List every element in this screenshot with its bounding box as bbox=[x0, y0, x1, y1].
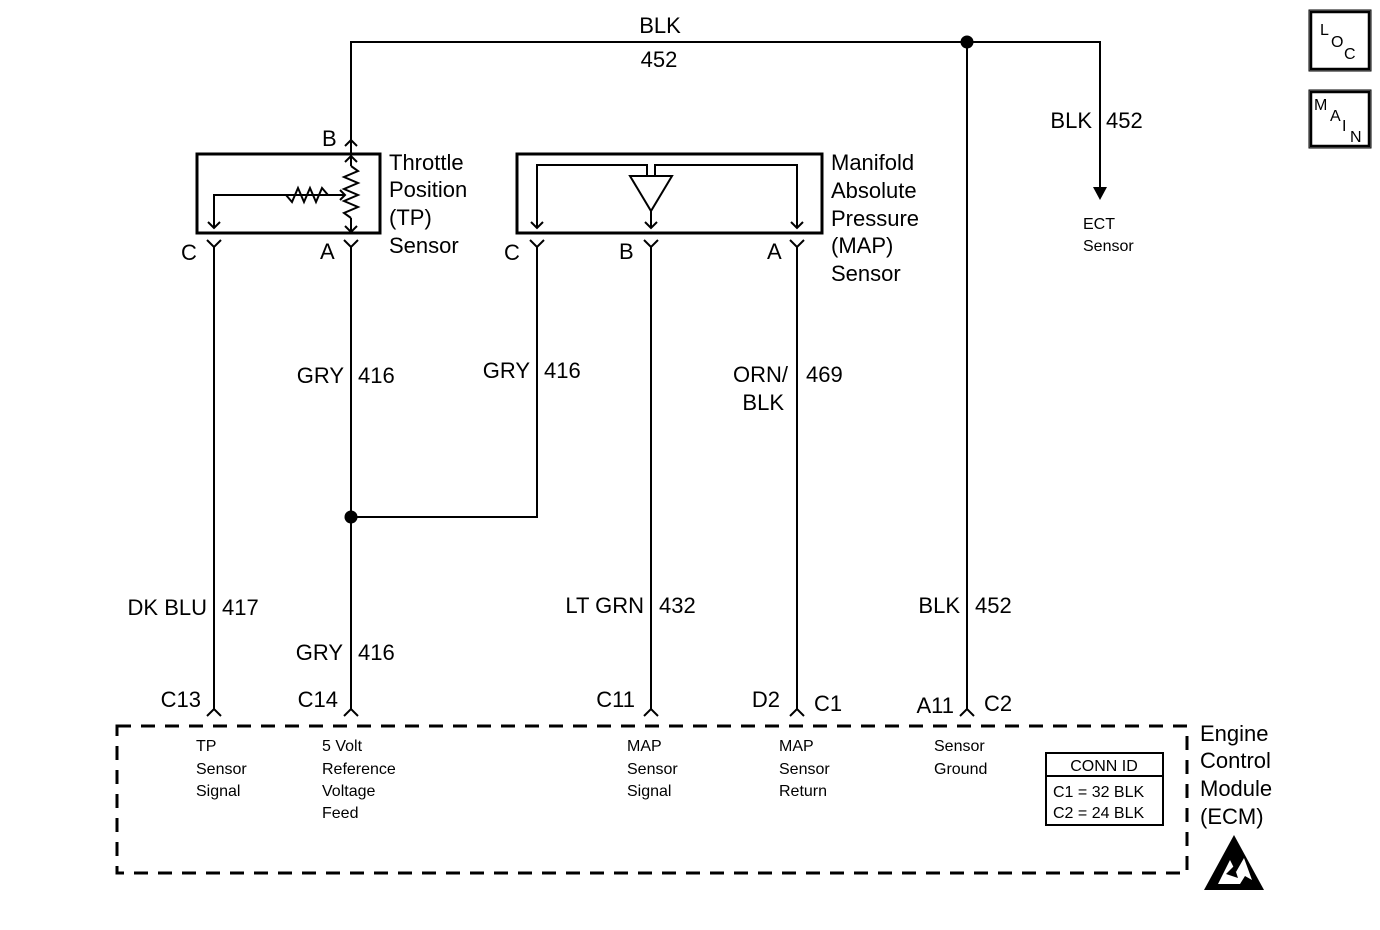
conn-id-c1: C1 = 32 BLK bbox=[1053, 784, 1145, 801]
conn-id-header: CONN ID bbox=[1070, 758, 1138, 775]
map-a-wire-color-1: ORN/ bbox=[733, 362, 789, 387]
ecm-title-3: Module bbox=[1200, 776, 1272, 801]
main-letter-a: A bbox=[1330, 108, 1341, 125]
map-a-wire-circuit: 469 bbox=[806, 362, 843, 387]
ecm-box bbox=[115, 724, 1189, 875]
map-pin-c-terminal bbox=[529, 239, 545, 249]
ecm-pin-c14: C14 bbox=[298, 687, 338, 712]
ect-label-line2: Sensor bbox=[1083, 238, 1134, 255]
map-pin-c-label: C bbox=[504, 240, 520, 265]
ref-wire-color: GRY bbox=[296, 640, 344, 665]
main-letter-m: M bbox=[1314, 97, 1327, 114]
ref-feed-2: Reference bbox=[322, 761, 396, 778]
map-a-wire-color-2: BLK bbox=[742, 390, 784, 415]
ecm-pin-c13: C13 bbox=[161, 687, 201, 712]
ecm-pin-a11: A11 bbox=[916, 693, 954, 718]
tp-signal-1: TP bbox=[196, 738, 216, 755]
map-c-wire-color: GRY bbox=[483, 358, 531, 383]
ref-wire-circuit: 416 bbox=[358, 640, 395, 665]
gnd-wire-circuit: 452 bbox=[975, 593, 1012, 618]
map-return-3: Return bbox=[779, 783, 827, 800]
ecm-pin-c11: C11 bbox=[596, 687, 635, 712]
map-signal-3: Signal bbox=[627, 783, 671, 800]
ecm-pin-d2: D2 bbox=[752, 687, 780, 712]
ecm-title-1: Engine bbox=[1200, 721, 1269, 746]
tp-sensor-box bbox=[195, 152, 382, 235]
ecm-terminals bbox=[206, 707, 975, 717]
loc-button[interactable]: L O C bbox=[1308, 9, 1372, 72]
loc-letter-o: O bbox=[1331, 34, 1343, 51]
map-signal-1: MAP bbox=[627, 738, 662, 755]
map-c-wire-circuit: 416 bbox=[544, 358, 581, 383]
tp-a-wire-circuit: 416 bbox=[358, 363, 395, 388]
conn-id-c2: C2 = 24 BLK bbox=[1053, 805, 1145, 822]
tp-signal-3: Signal bbox=[196, 783, 240, 800]
ecm-pin-c2: C2 bbox=[984, 691, 1012, 716]
splice-dot-416 bbox=[344, 510, 358, 524]
map-return-1: MAP bbox=[779, 738, 814, 755]
map-sensor-box bbox=[515, 152, 824, 235]
map-b-wire-color: LT GRN bbox=[565, 593, 644, 618]
tp-title-3: (TP) bbox=[389, 205, 432, 230]
map-sensor bbox=[515, 152, 824, 249]
tp-title-2: Position bbox=[389, 177, 467, 202]
map-title-2: Absolute bbox=[831, 178, 917, 203]
main-button[interactable]: M A I N bbox=[1308, 89, 1372, 149]
map-pin-b-label: B bbox=[619, 239, 634, 264]
map-pin-a-terminal bbox=[789, 239, 805, 249]
ecm-title-2: Control bbox=[1200, 748, 1271, 773]
tp-title-4: Sensor bbox=[389, 233, 459, 258]
tp-pin-b-label: B bbox=[322, 126, 337, 151]
top-wire-circuit: 452 bbox=[641, 47, 678, 72]
loc-letter-c: C bbox=[1344, 46, 1356, 63]
ref-feed-3: Voltage bbox=[322, 783, 375, 800]
top-ground-wire bbox=[350, 35, 1107, 710]
tp-pin-a-label: A bbox=[320, 239, 335, 264]
main-letter-n: N bbox=[1350, 129, 1362, 146]
map-title-1: Manifold bbox=[831, 150, 914, 175]
sensor-ground-1: Sensor bbox=[934, 738, 985, 755]
wire-gry-416-map bbox=[351, 247, 538, 518]
tp-c-wire-color: DK BLU bbox=[128, 595, 207, 620]
ref-feed-1: 5 Volt bbox=[322, 738, 363, 755]
ref-feed-4: Feed bbox=[322, 805, 358, 822]
map-sensor-triangle-icon bbox=[628, 175, 674, 213]
potentiometer-icon bbox=[207, 154, 361, 234]
loc-letter-l: L bbox=[1320, 22, 1329, 39]
ecm-title-4: (ECM) bbox=[1200, 804, 1264, 829]
tp-pin-a-terminal bbox=[343, 239, 359, 249]
ect-wire-circuit: 452 bbox=[1106, 108, 1143, 133]
map-pin-a-label: A bbox=[767, 239, 782, 264]
map-title-3: Pressure bbox=[831, 206, 919, 231]
ecm-pin-c1: C1 bbox=[814, 691, 842, 716]
map-b-wire-circuit: 432 bbox=[659, 593, 696, 618]
tp-title-1: Throttle bbox=[389, 150, 464, 175]
map-title-5: Sensor bbox=[831, 261, 901, 286]
ect-label-line1: ECT bbox=[1083, 216, 1115, 233]
tp-sensor bbox=[195, 138, 382, 249]
sensor-ground-2: Ground bbox=[934, 761, 987, 778]
conn-id-box bbox=[1045, 752, 1164, 826]
gnd-wire-color: BLK bbox=[918, 593, 960, 618]
top-wire-color: BLK bbox=[639, 13, 681, 38]
main-letter-i: I bbox=[1342, 118, 1346, 135]
tp-c-wire-circuit: 417 bbox=[222, 595, 259, 620]
tp-signal-2: Sensor bbox=[196, 761, 247, 778]
map-signal-2: Sensor bbox=[627, 761, 678, 778]
esd-warning-icon bbox=[1204, 835, 1264, 890]
ect-wire-color: BLK bbox=[1050, 108, 1092, 133]
map-return-2: Sensor bbox=[779, 761, 830, 778]
tp-pin-c-label: C bbox=[181, 240, 197, 265]
tp-a-wire-color: GRY bbox=[297, 363, 345, 388]
map-pin-b-terminal bbox=[643, 239, 659, 249]
tp-pin-c-terminal bbox=[206, 239, 222, 249]
ect-arrow-icon bbox=[1093, 187, 1107, 200]
map-title-4: (MAP) bbox=[831, 233, 893, 258]
